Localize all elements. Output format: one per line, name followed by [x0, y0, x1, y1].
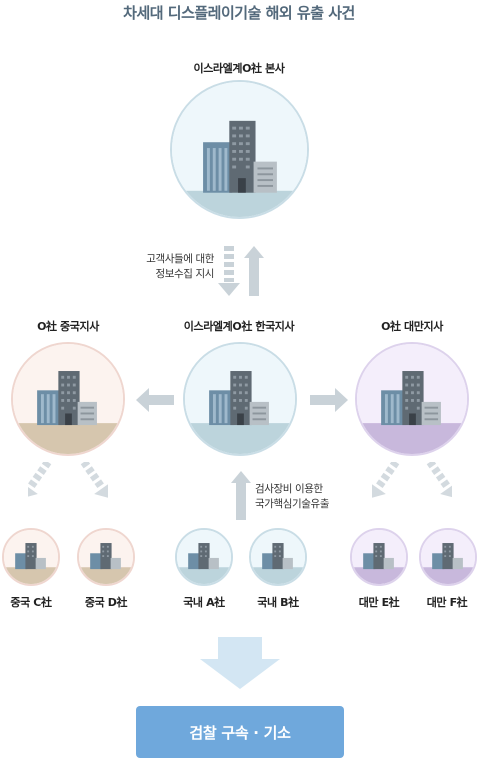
korea-branch-label: 이스라엘계O社 한국지사 [183, 320, 295, 333]
china-c-circle [2, 528, 60, 586]
result-box: 검찰 구속 · 기소 [136, 706, 344, 758]
domestic-to-korea-arrow [231, 471, 251, 520]
china-branch-circle [11, 342, 125, 456]
china-c-label: 중국 C社 [10, 596, 52, 609]
taiwan-branch-circle [355, 342, 469, 456]
diagram-title: 차세대 디스플레이기술 해외 유출 사건 [123, 4, 355, 22]
building-icon [4, 530, 58, 584]
china-branch-label: O社 중국지사 [37, 320, 99, 333]
taiwan-f-circle [419, 528, 477, 586]
hq-label: 이스라엘계O社 본사 [193, 62, 285, 75]
building-icon [251, 530, 305, 584]
building-icon [352, 530, 406, 584]
building-icon [177, 530, 231, 584]
hq-korea-arrows [218, 246, 264, 296]
building-icon [185, 344, 295, 454]
instruction-note-line1: 고객사들에 대한 [146, 253, 214, 265]
taiwan-e-label: 대만 E社 [358, 596, 400, 609]
domestic-b-circle [249, 528, 307, 586]
arrow-left-to-china [136, 388, 174, 412]
china-to-companies-arrows [28, 462, 108, 499]
hq-circle [170, 80, 309, 219]
building-icon [79, 530, 133, 584]
arrow-right-to-taiwan [310, 388, 348, 412]
taiwan-e-circle [350, 528, 408, 586]
china-d-label: 중국 D社 [84, 596, 128, 609]
taiwan-branch-label: O社 대만지사 [381, 320, 443, 333]
building-icon [357, 344, 467, 454]
china-d-circle [77, 528, 135, 586]
building-icon [421, 530, 475, 584]
big-down-arrow [200, 637, 280, 689]
domestic-a-circle [175, 528, 233, 586]
taiwan-to-companies-arrows [372, 462, 452, 499]
instruction-note-line2: 정보수집 지시 [155, 268, 215, 280]
leak-note-line2: 국가핵심기술유출 [255, 498, 330, 510]
building-icon [13, 344, 123, 454]
korea-branch-circle [183, 342, 297, 456]
taiwan-f-label: 대만 F社 [426, 596, 468, 609]
domestic-a-label: 국내 A社 [183, 596, 225, 609]
building-icon [172, 82, 307, 217]
leak-note-line1: 검사장비 이용한 [255, 483, 323, 495]
domestic-b-label: 국내 B社 [257, 596, 299, 609]
